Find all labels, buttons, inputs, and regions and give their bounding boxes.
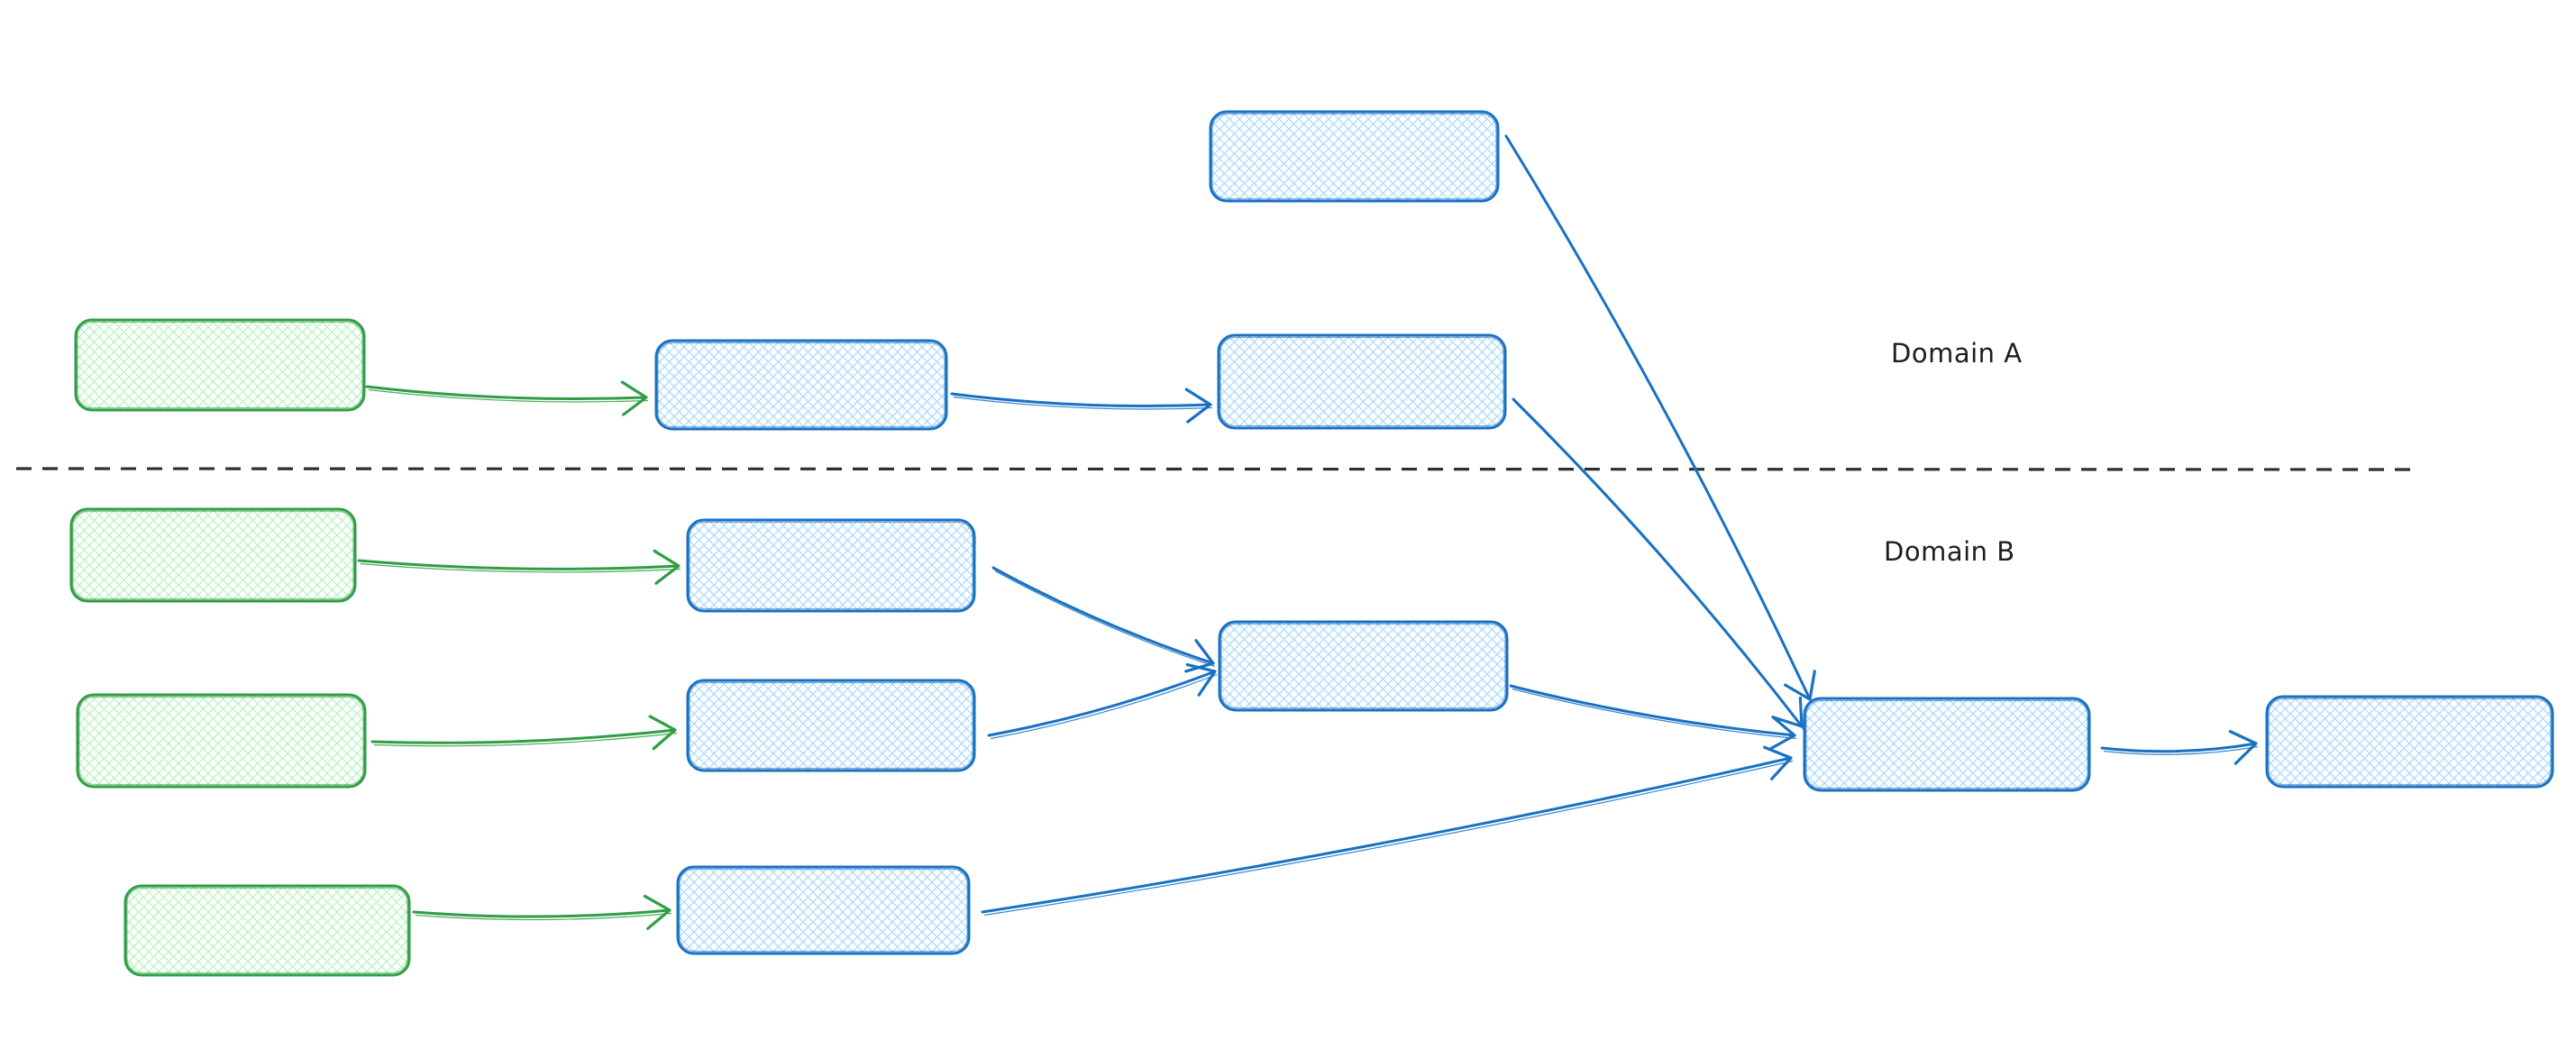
divider-layer (15, 467, 2411, 471)
box-blue-end (2265, 695, 2554, 789)
domain-a-label: Domain A (1891, 338, 2023, 369)
edge-layer (357, 134, 2259, 930)
box-green-2 (69, 507, 357, 603)
edge-a2-join (1512, 397, 1804, 730)
box-green-4 (123, 884, 411, 977)
domain-b-label: Domain B (1884, 536, 2015, 567)
box-top-blue (1209, 110, 1500, 203)
edge-b2-mid (987, 662, 1218, 740)
edge-top-join (1504, 134, 1816, 703)
edge-mid-join (1509, 684, 1797, 751)
domain-divider-line (15, 467, 2411, 471)
box-blue-a2 (1217, 333, 1507, 430)
edge-b1-mid (991, 566, 1216, 673)
edge-join-end (2100, 730, 2259, 765)
box-blue-b3 (676, 865, 971, 955)
box-blue-mid (1218, 620, 1509, 712)
edge-a1-a2 (950, 388, 1213, 424)
box-green-3 (76, 693, 367, 789)
box-blue-join (1803, 697, 2091, 792)
node-layer (69, 110, 2554, 977)
edge-green-1 (365, 380, 649, 416)
box-blue-b2 (686, 679, 976, 772)
edge-green-2 (357, 549, 681, 585)
edge-green-3 (370, 715, 678, 751)
box-blue-b1 (686, 518, 976, 613)
edge-b3-join (981, 745, 1794, 917)
box-green-1 (74, 318, 366, 412)
edge-green-4 (412, 894, 672, 930)
box-blue-a1 (654, 339, 948, 431)
